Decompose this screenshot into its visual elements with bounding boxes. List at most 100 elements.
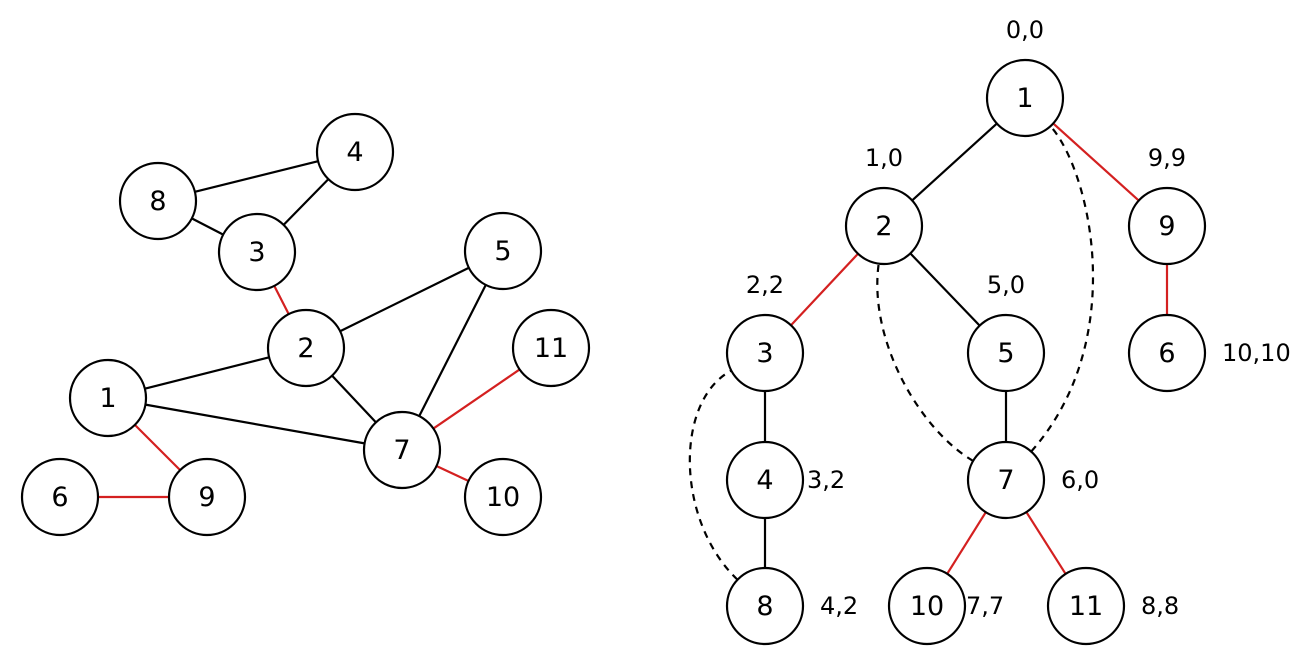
graph-edge-3-4 — [282, 178, 330, 226]
graph-node-11: 11 — [511, 308, 591, 388]
graph-node-circle — [463, 457, 543, 537]
graph-node-6: 6 — [20, 457, 100, 537]
tree-node-annotation: 4,2 — [820, 592, 858, 620]
tree-node-3: 32,2 — [725, 271, 805, 393]
tree-node-annotation: 10,10 — [1222, 339, 1291, 367]
graph-node-circle — [463, 211, 543, 291]
tree-node-9: 99,9 — [1127, 144, 1207, 266]
tree-node-1: 10,0 — [985, 16, 1065, 138]
tree-node-circle — [844, 186, 924, 266]
tree-node-label: 9 — [1158, 211, 1175, 242]
graph-node-label: 8 — [149, 186, 166, 217]
graph-edge-1-7 — [145, 403, 365, 445]
graph-node-9: 9 — [167, 457, 247, 537]
graph-node-7: 7 — [362, 410, 442, 490]
graph-edge-5-7 — [418, 284, 487, 417]
graph-node-1: 1 — [68, 358, 148, 438]
tree-edge-7-1 — [1030, 125, 1095, 453]
tree-edge-1-2 — [911, 122, 998, 202]
tree-node-circle — [725, 440, 805, 520]
graph-node-4: 4 — [315, 112, 395, 192]
tree-edge-7-11 — [1025, 511, 1067, 575]
tree-node-label: 6 — [1158, 338, 1175, 369]
tree-node-label: 3 — [756, 338, 773, 369]
graph-node-3: 3 — [217, 212, 297, 292]
tree-node-circle — [1127, 313, 1207, 393]
graph-edge-7-10 — [435, 465, 470, 482]
tree-node-2: 21,0 — [844, 144, 924, 266]
graph-node-circle — [266, 308, 346, 388]
tree-node-circle — [985, 58, 1065, 138]
graph-node-label: 10 — [486, 482, 520, 513]
tree-node-5: 55,0 — [966, 271, 1046, 393]
tree-node-annotation: 7,7 — [966, 592, 1004, 620]
tree-edge-2-3 — [790, 252, 859, 327]
graph-node-label: 6 — [51, 482, 68, 513]
tree-node-annotation: 5,0 — [987, 271, 1025, 299]
graph-node-label: 2 — [297, 333, 314, 364]
graph-node-label: 4 — [346, 137, 363, 168]
graph-edge-2-5 — [339, 266, 470, 333]
tree-node-annotation: 3,2 — [807, 466, 845, 494]
tree-node-circle — [966, 440, 1046, 520]
tree-node-label: 2 — [875, 211, 892, 242]
tree-node-label: 10 — [910, 591, 944, 622]
graph-node-circle — [315, 112, 395, 192]
tree-node-annotation: 1,0 — [865, 144, 903, 172]
tree-edge-7-2 — [876, 263, 974, 462]
tree-node-label: 7 — [997, 465, 1014, 496]
tree-node-circle — [966, 313, 1046, 393]
graph-edge-3-2 — [273, 285, 290, 315]
graph-edge-8-3 — [191, 217, 224, 236]
graph-node-circle — [511, 308, 591, 388]
tree-node-circle — [725, 566, 805, 646]
tree-edge-8-3 — [688, 369, 739, 581]
tree-node-annotation: 8,8 — [1141, 592, 1179, 620]
tree-node-circle — [887, 566, 967, 646]
graph-node-label: 1 — [99, 383, 116, 414]
graph-node-label: 9 — [198, 482, 215, 513]
graph-node-circle — [217, 212, 297, 292]
graph-edge-8-4 — [194, 160, 319, 193]
tree-node-label: 4 — [756, 465, 773, 496]
tree-edge-7-10 — [946, 511, 987, 575]
graph-node-10: 10 — [463, 457, 543, 537]
graph-node-label: 11 — [534, 333, 568, 364]
tree-edge-2-5 — [909, 252, 981, 327]
graph-edge-1-9 — [134, 424, 181, 471]
tree-node-annotation: 9,9 — [1148, 144, 1186, 172]
graph-node-circle — [167, 457, 247, 537]
tree-node-circle — [1046, 566, 1126, 646]
tree-node-annotation: 2,2 — [746, 271, 784, 299]
graph-node-label: 5 — [494, 236, 511, 267]
graph-edge-7-11 — [432, 368, 521, 430]
graph-edge-2-1 — [144, 356, 270, 390]
tree-node-circle — [1127, 186, 1207, 266]
graph-node-circle — [362, 410, 442, 490]
tree-node-annotation: 0,0 — [1006, 16, 1044, 44]
graph-node-8: 8 — [118, 161, 198, 241]
graph-node-label: 7 — [393, 435, 410, 466]
tree-node-label: 8 — [756, 591, 773, 622]
graph-node-2: 2 — [266, 308, 346, 388]
original-graph: 1 2 3 4 5 6 7 8 9 10 11 — [20, 112, 591, 537]
tree-node-label: 5 — [997, 338, 1014, 369]
graph-node-label: 3 — [248, 237, 265, 268]
graph-node-5: 5 — [463, 211, 543, 291]
graph-node-circle — [68, 358, 148, 438]
graph-node-circle — [118, 161, 198, 241]
tree-node-label: 1 — [1016, 83, 1033, 114]
tree-node-circle — [725, 313, 805, 393]
tree-node-label: 11 — [1069, 591, 1103, 622]
tree-node-annotation: 6,0 — [1061, 466, 1099, 494]
graph-edge-2-7 — [331, 374, 377, 424]
